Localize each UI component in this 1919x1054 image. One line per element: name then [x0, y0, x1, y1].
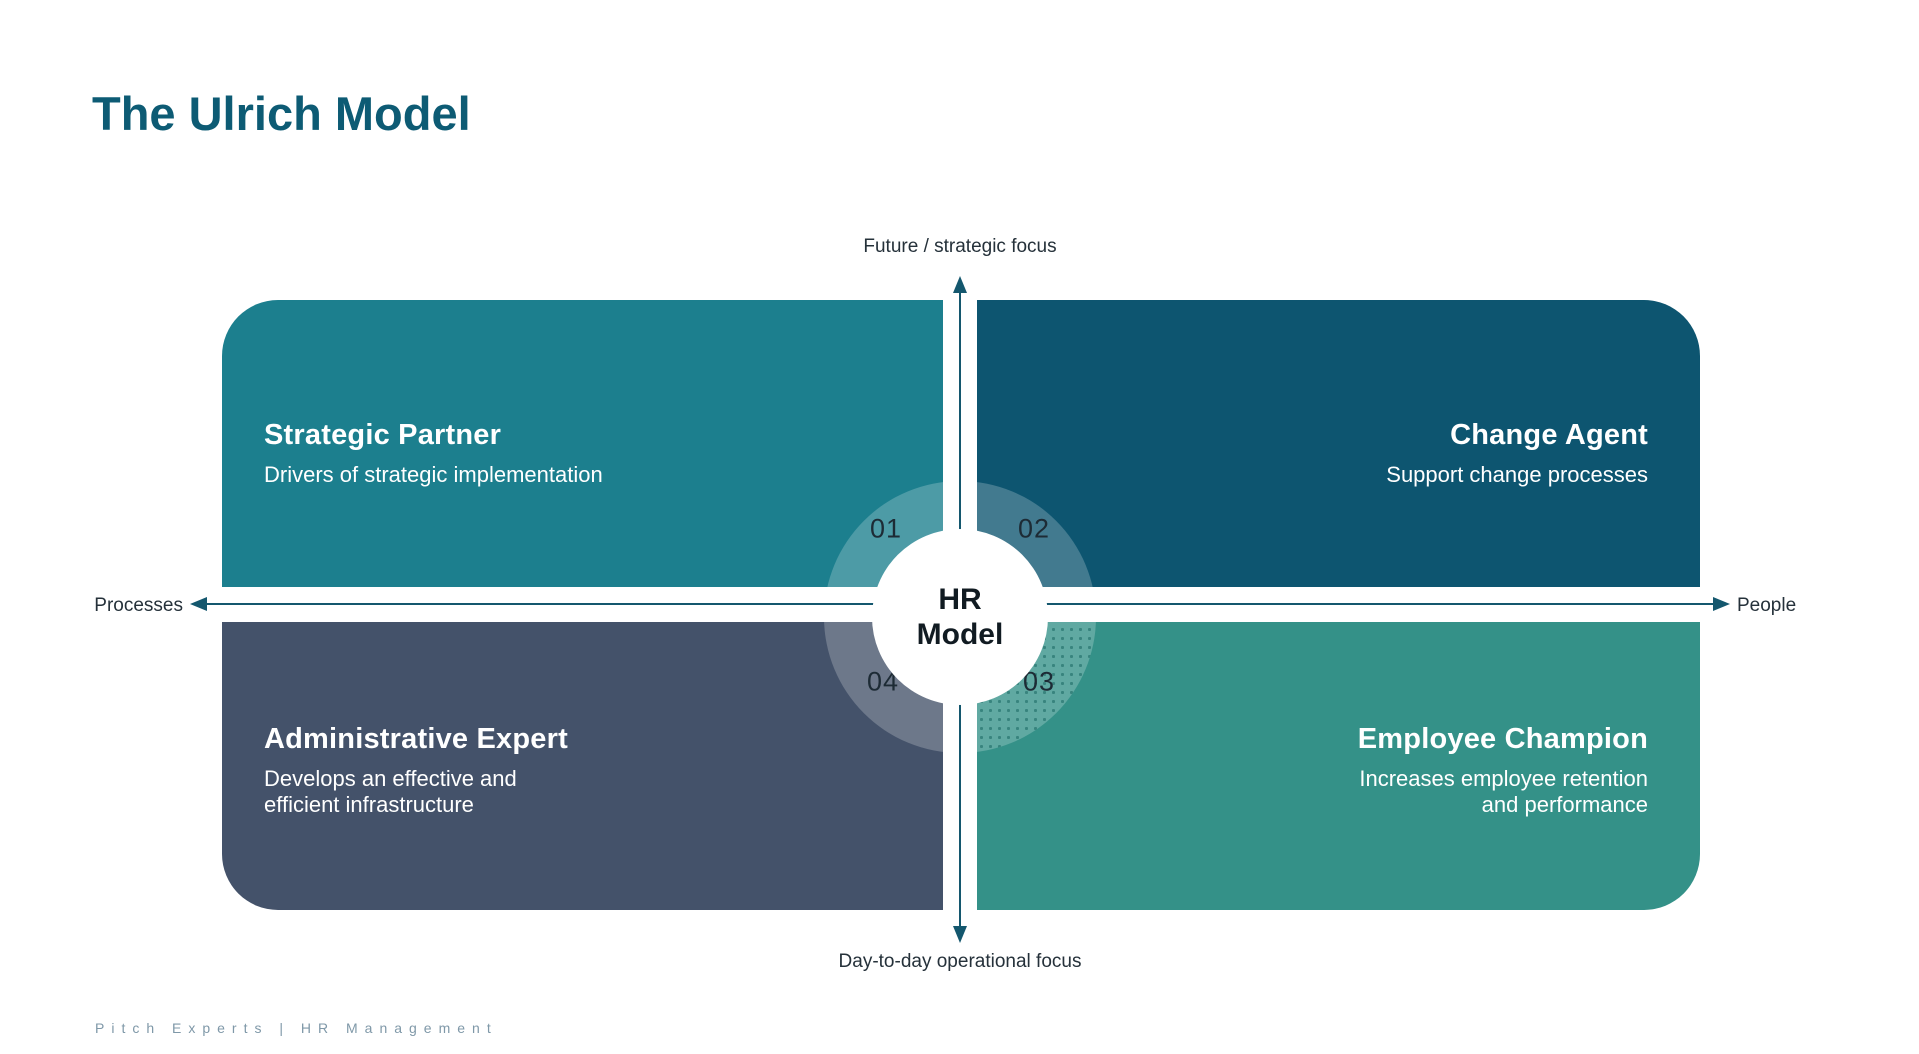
slide-footer: Pitch Experts | HR Management	[95, 1020, 498, 1036]
axis-label-bottom: Day-to-day operational focus	[838, 951, 1082, 972]
quadrant-title: Strategic Partner	[264, 419, 502, 451]
quadrant-title: Employee Champion	[1357, 722, 1648, 755]
page-title: The Ulrich Model	[92, 87, 471, 140]
arrow-up-icon	[953, 276, 967, 293]
axis-label-left: Processes	[94, 595, 183, 616]
arrow-down-icon	[953, 926, 967, 943]
center-circle-label: HR Model	[917, 582, 1004, 652]
arrow-right-icon	[1713, 597, 1730, 611]
center-line2: Model	[916, 618, 1004, 651]
center-circle: HR Model	[872, 529, 1048, 705]
quadrant-title: Administrative Expert	[264, 722, 568, 755]
axis-label-right: People	[1737, 595, 1797, 616]
ring-number-02: 02	[1017, 513, 1051, 544]
center-line1: HR	[938, 583, 982, 616]
quadrant-employee-champion: Employee Champion Increases employee ret…	[977, 622, 1700, 910]
quadrant-administrative-expert: Administrative Expert Develops an effect…	[222, 622, 943, 910]
quadrant-description: Drivers of strategic implementation	[264, 462, 603, 487]
quadrant-change-agent: Change Agent Support change processes	[977, 300, 1700, 587]
quadrant-description: Develops an effective and efficient infr…	[264, 765, 517, 817]
axis-label-top: Future / strategic focus	[863, 236, 1057, 257]
quadrant-description: Support change processes	[1386, 462, 1648, 487]
quadrant-strategic-partner: Strategic Partner Drivers of strategic i…	[222, 300, 943, 587]
quadrant-title: Change Agent	[1450, 419, 1648, 451]
quadrant-description: Increases employee retention and perform…	[1359, 765, 1648, 817]
arrow-left-icon	[190, 597, 207, 611]
ring-number-01: 01	[869, 513, 903, 544]
